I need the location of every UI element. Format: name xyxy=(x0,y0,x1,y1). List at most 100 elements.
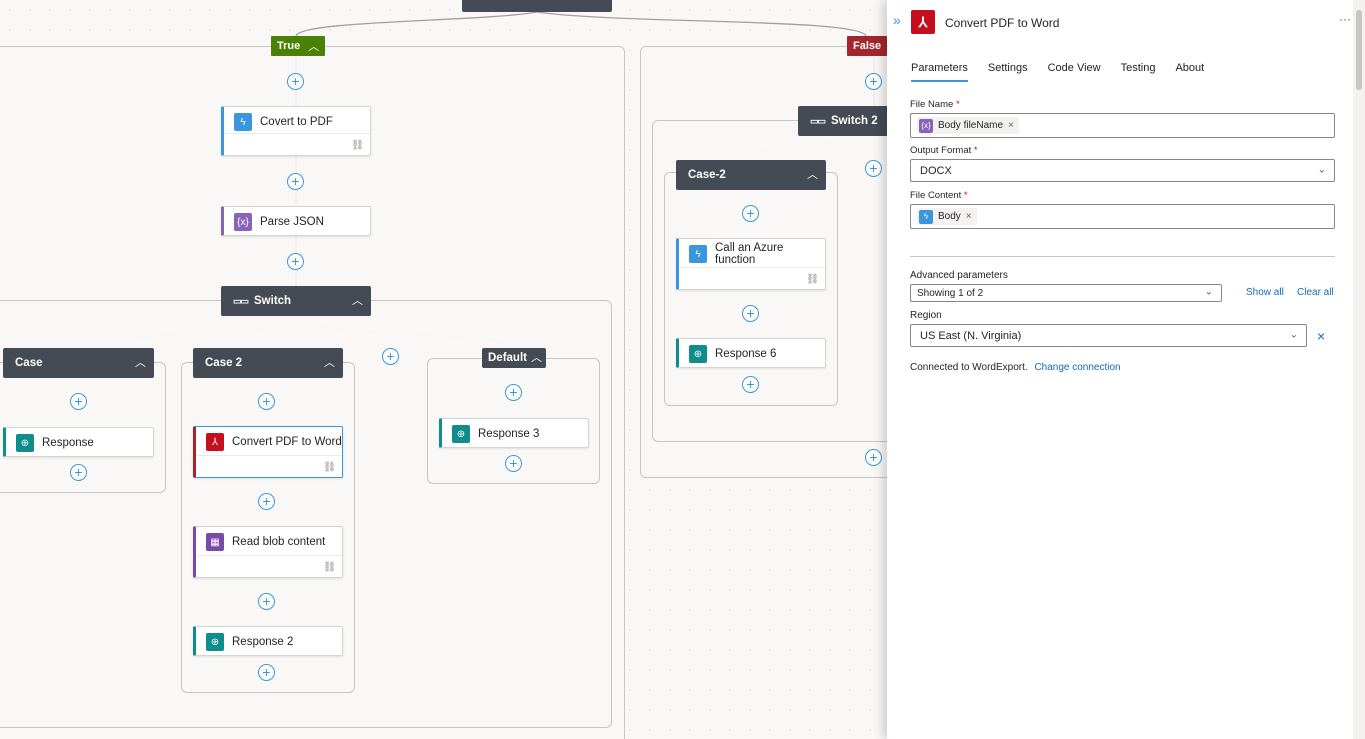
action-card-read-blob-content[interactable]: ▦Read blob content ⛓ xyxy=(193,526,343,578)
output-format-label: Output Format * xyxy=(910,145,978,156)
remove-token-icon[interactable]: × xyxy=(1008,120,1014,131)
add-action-button[interactable]: + xyxy=(287,253,304,270)
add-action-button[interactable]: + xyxy=(258,664,275,681)
add-action-button[interactable]: + xyxy=(70,464,87,481)
file-content-label: File Content * xyxy=(910,190,968,201)
tab-testing[interactable]: Testing xyxy=(1120,62,1156,74)
tab-about[interactable]: About xyxy=(1175,62,1205,74)
advanced-parameters-label: Advanced parameters xyxy=(910,270,1008,281)
tab-parameters[interactable]: Parameters xyxy=(911,62,968,82)
show-all-link[interactable]: Show all xyxy=(1246,287,1284,298)
condition-header[interactable] xyxy=(462,0,612,12)
connection-text: Connected to WordExport. xyxy=(910,362,1028,373)
region-dropdown[interactable]: US East (N. Virginia) ⌄ xyxy=(910,324,1307,347)
case-2-title: Case-2 xyxy=(688,169,726,181)
add-action-button[interactable]: + xyxy=(505,455,522,472)
chevron-up-icon[interactable]: ︿ xyxy=(352,295,363,308)
close-icon[interactable]: × xyxy=(1317,328,1326,344)
azure-function-icon: ϟ xyxy=(919,209,933,224)
expression-icon: {x} xyxy=(234,213,252,231)
action-card-response2[interactable]: ⊕Response 2 xyxy=(193,626,343,656)
link-icon: ⛓ xyxy=(323,462,336,473)
blob-storage-icon: ▦ xyxy=(206,533,224,551)
add-action-button[interactable]: + xyxy=(742,376,759,393)
chevron-up-icon: ︿ xyxy=(308,41,320,53)
panel-tabs: Parameters Settings Code View Testing Ab… xyxy=(911,62,1204,82)
add-case-button[interactable]: + xyxy=(865,160,882,177)
expression-icon: {x} xyxy=(919,118,933,133)
action-title: Response 3 xyxy=(478,428,540,440)
response-icon: ⊕ xyxy=(452,425,470,443)
action-card-parse-json[interactable]: {x} Parse JSON xyxy=(221,206,371,236)
switch-header[interactable]: ▭▭ Switch ︿ xyxy=(221,286,371,316)
change-connection-link[interactable]: Change connection xyxy=(1034,362,1121,373)
connection-status: Connected to WordExport. Change connecti… xyxy=(910,362,1121,373)
tab-settings[interactable]: Settings xyxy=(987,62,1028,74)
chevron-up-icon[interactable]: ︿ xyxy=(135,357,146,370)
case2-header[interactable]: Case 2 ︿ xyxy=(193,348,343,378)
required-marker: * xyxy=(963,190,968,201)
action-card-response3[interactable]: ⊕ Response 3 xyxy=(439,418,589,448)
action-title: Read blob content xyxy=(232,536,326,548)
token-body[interactable]: ϟ Body × xyxy=(917,208,977,225)
add-action-button[interactable]: + xyxy=(287,73,304,90)
chevron-up-icon[interactable]: ︿ xyxy=(531,352,542,365)
false-branch-badge[interactable]: False xyxy=(847,36,887,56)
action-title: Covert to PDF xyxy=(260,116,333,128)
chevron-up-icon[interactable]: ︿ xyxy=(324,357,335,370)
output-format-value: DOCX xyxy=(920,164,952,177)
tab-code-view[interactable]: Code View xyxy=(1047,62,1101,74)
action-title: Response 2 xyxy=(232,636,294,648)
required-marker: * xyxy=(955,99,960,110)
add-action-button[interactable]: + xyxy=(258,393,275,410)
add-action-button[interactable]: + xyxy=(742,205,759,222)
expand-panel-icon[interactable]: » xyxy=(893,12,901,28)
switch-icon: ▭▭ xyxy=(233,295,249,306)
add-case-button[interactable]: + xyxy=(382,348,399,365)
remove-token-icon[interactable]: × xyxy=(965,211,972,222)
case-header[interactable]: Case ︿ xyxy=(3,348,154,378)
required-marker: * xyxy=(973,145,978,156)
add-action-button[interactable]: + xyxy=(70,393,87,410)
add-action-button[interactable]: + xyxy=(287,173,304,190)
default-title: Default xyxy=(488,352,527,364)
add-action-button[interactable]: + xyxy=(505,384,522,401)
switch2-header[interactable]: ▭▭ Switch 2 xyxy=(798,106,887,136)
file-name-field[interactable]: {x} Body fileName × xyxy=(910,113,1335,138)
panel-scrollbar[interactable] xyxy=(1353,0,1365,739)
output-format-dropdown[interactable]: DOCX ⌄ xyxy=(910,159,1335,182)
file-content-field[interactable]: ϟ Body × xyxy=(910,204,1335,229)
true-branch-badge[interactable]: True ︿ xyxy=(271,36,326,56)
action-card-convert-pdf-to-word[interactable]: ⅄Convert PDF to Word ⛓ xyxy=(193,426,343,478)
advanced-parameters-value: Showing 1 of 2 xyxy=(917,287,984,299)
add-action-button[interactable]: + xyxy=(865,449,882,466)
file-name-label: File Name * xyxy=(910,99,960,110)
add-action-button[interactable]: + xyxy=(258,493,275,510)
switch-title: Switch xyxy=(254,295,292,307)
case-title: Case xyxy=(15,357,43,369)
action-card-response[interactable]: ⊕Response xyxy=(3,427,154,457)
action-card-response6[interactable]: ⊕Response 6 xyxy=(676,338,826,368)
divider xyxy=(910,256,1335,257)
switch-icon: ▭▭ xyxy=(810,115,826,126)
token-body-filename[interactable]: {x} Body fileName × xyxy=(917,117,1019,134)
clear-all-link[interactable]: Clear all xyxy=(1297,287,1334,298)
default-header[interactable]: Default ︿ xyxy=(482,348,546,368)
add-action-button[interactable]: + xyxy=(742,305,759,322)
region-value: US East (N. Virginia) xyxy=(920,329,1022,342)
switch2-title: Switch 2 xyxy=(831,115,878,127)
add-action-button[interactable]: + xyxy=(865,73,882,90)
more-options-icon[interactable]: ··· xyxy=(1339,12,1351,26)
case-2-header[interactable]: Case-2 ︿ xyxy=(676,160,826,190)
chevron-down-icon: ⌄ xyxy=(1204,286,1213,298)
action-title: Parse JSON xyxy=(260,216,324,228)
advanced-parameters-dropdown[interactable]: Showing 1 of 2 ⌄ xyxy=(910,284,1222,302)
chevron-up-icon[interactable]: ︿ xyxy=(807,169,818,182)
link-icon: ⛓ xyxy=(351,140,364,151)
chevron-down-icon: ⌄ xyxy=(1317,163,1326,175)
action-details-panel: » ⅄ Convert PDF to Word ··· Parameters S… xyxy=(887,0,1365,739)
add-action-button[interactable]: + xyxy=(258,593,275,610)
